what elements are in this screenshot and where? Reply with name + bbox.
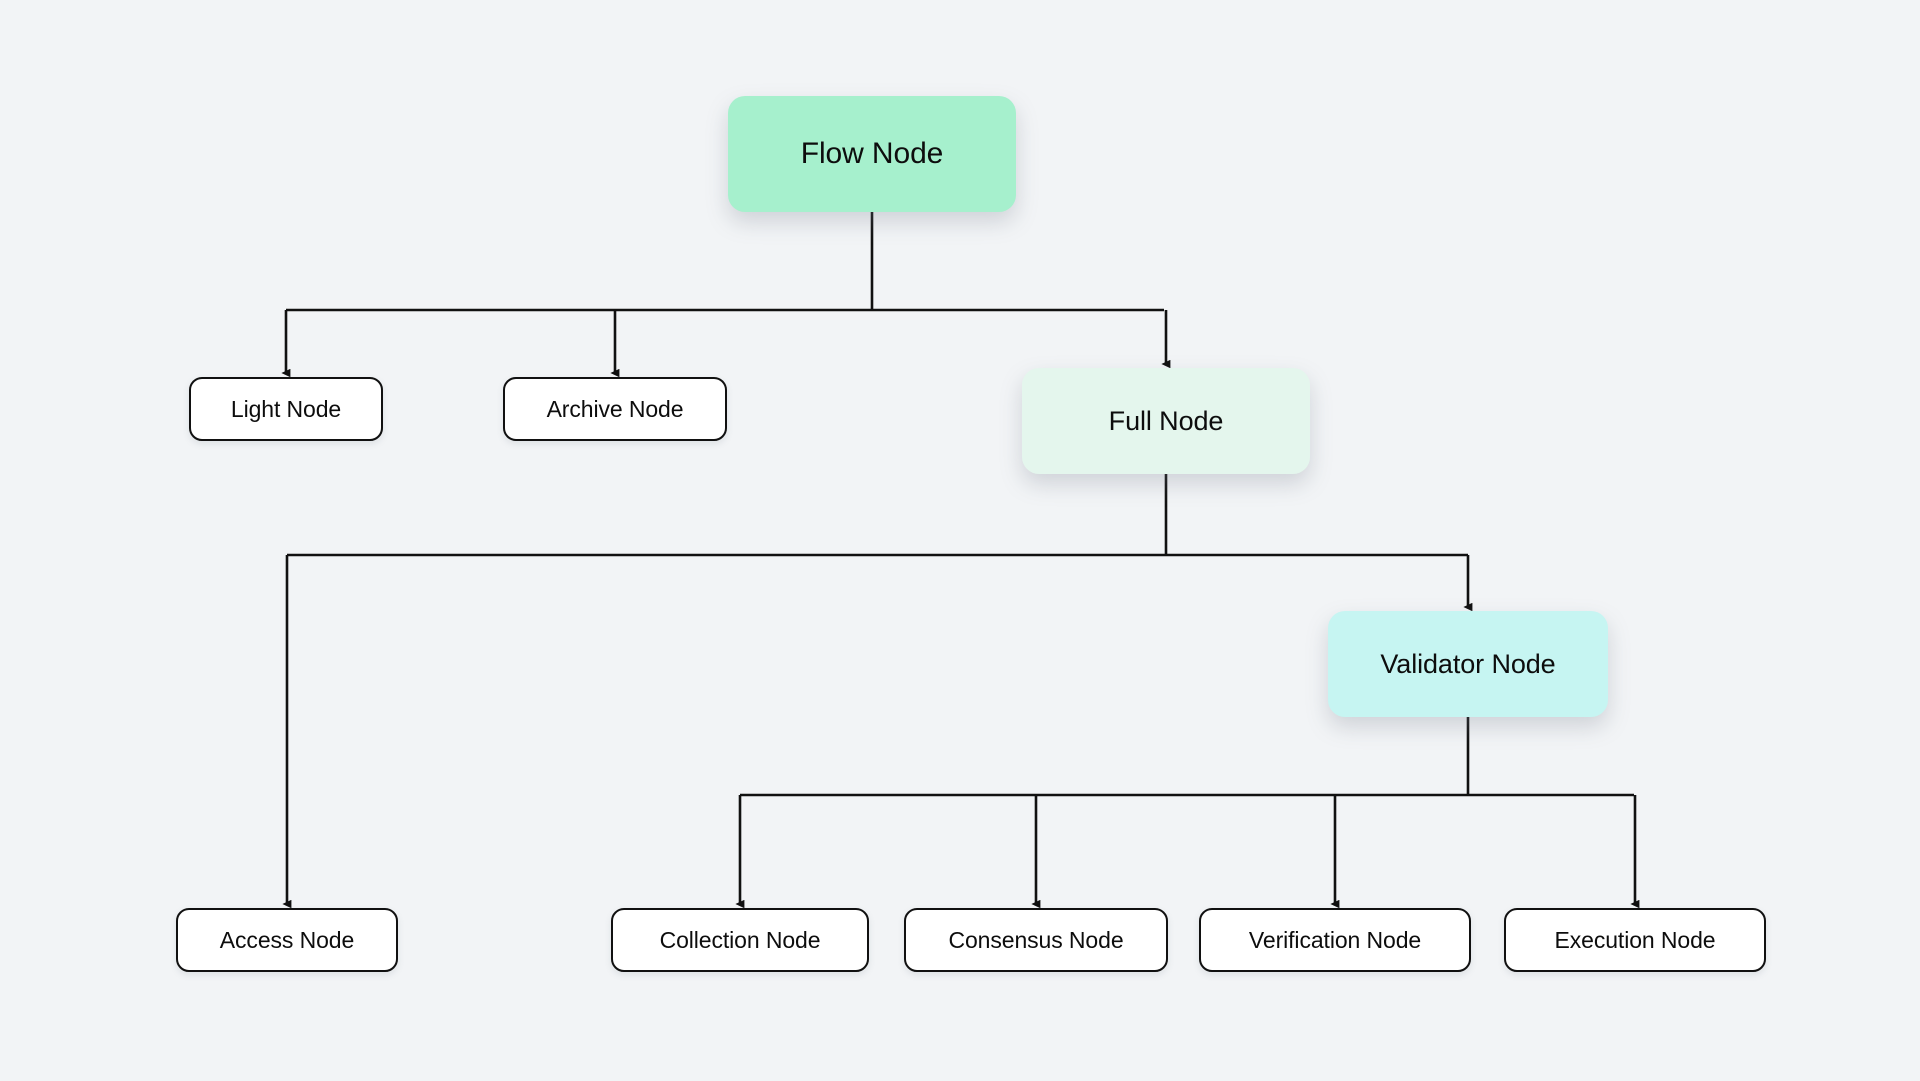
node-flow[interactable]: Flow Node [728,96,1016,212]
node-collection[interactable]: Collection Node [611,908,869,972]
node-full-label: Full Node [1108,405,1224,436]
node-collection-label: Collection Node [659,926,821,953]
node-light-label: Light Node [230,395,342,422]
node-verification-label: Verification Node [1248,926,1422,953]
node-flow-label: Flow Node [800,137,944,170]
node-verification[interactable]: Verification Node [1199,908,1471,972]
node-archive[interactable]: Archive Node [503,377,727,441]
node-consensus[interactable]: Consensus Node [904,908,1168,972]
node-light[interactable]: Light Node [189,377,383,441]
node-execution-label: Execution Node [1554,926,1716,953]
node-consensus-label: Consensus Node [948,926,1124,953]
node-validator-label: Validator Node [1380,648,1556,679]
node-validator[interactable]: Validator Node [1328,611,1608,717]
node-full[interactable]: Full Node [1022,368,1310,474]
node-archive-label: Archive Node [546,395,684,422]
node-access-label: Access Node [219,926,355,953]
node-execution[interactable]: Execution Node [1504,908,1766,972]
node-access[interactable]: Access Node [176,908,398,972]
